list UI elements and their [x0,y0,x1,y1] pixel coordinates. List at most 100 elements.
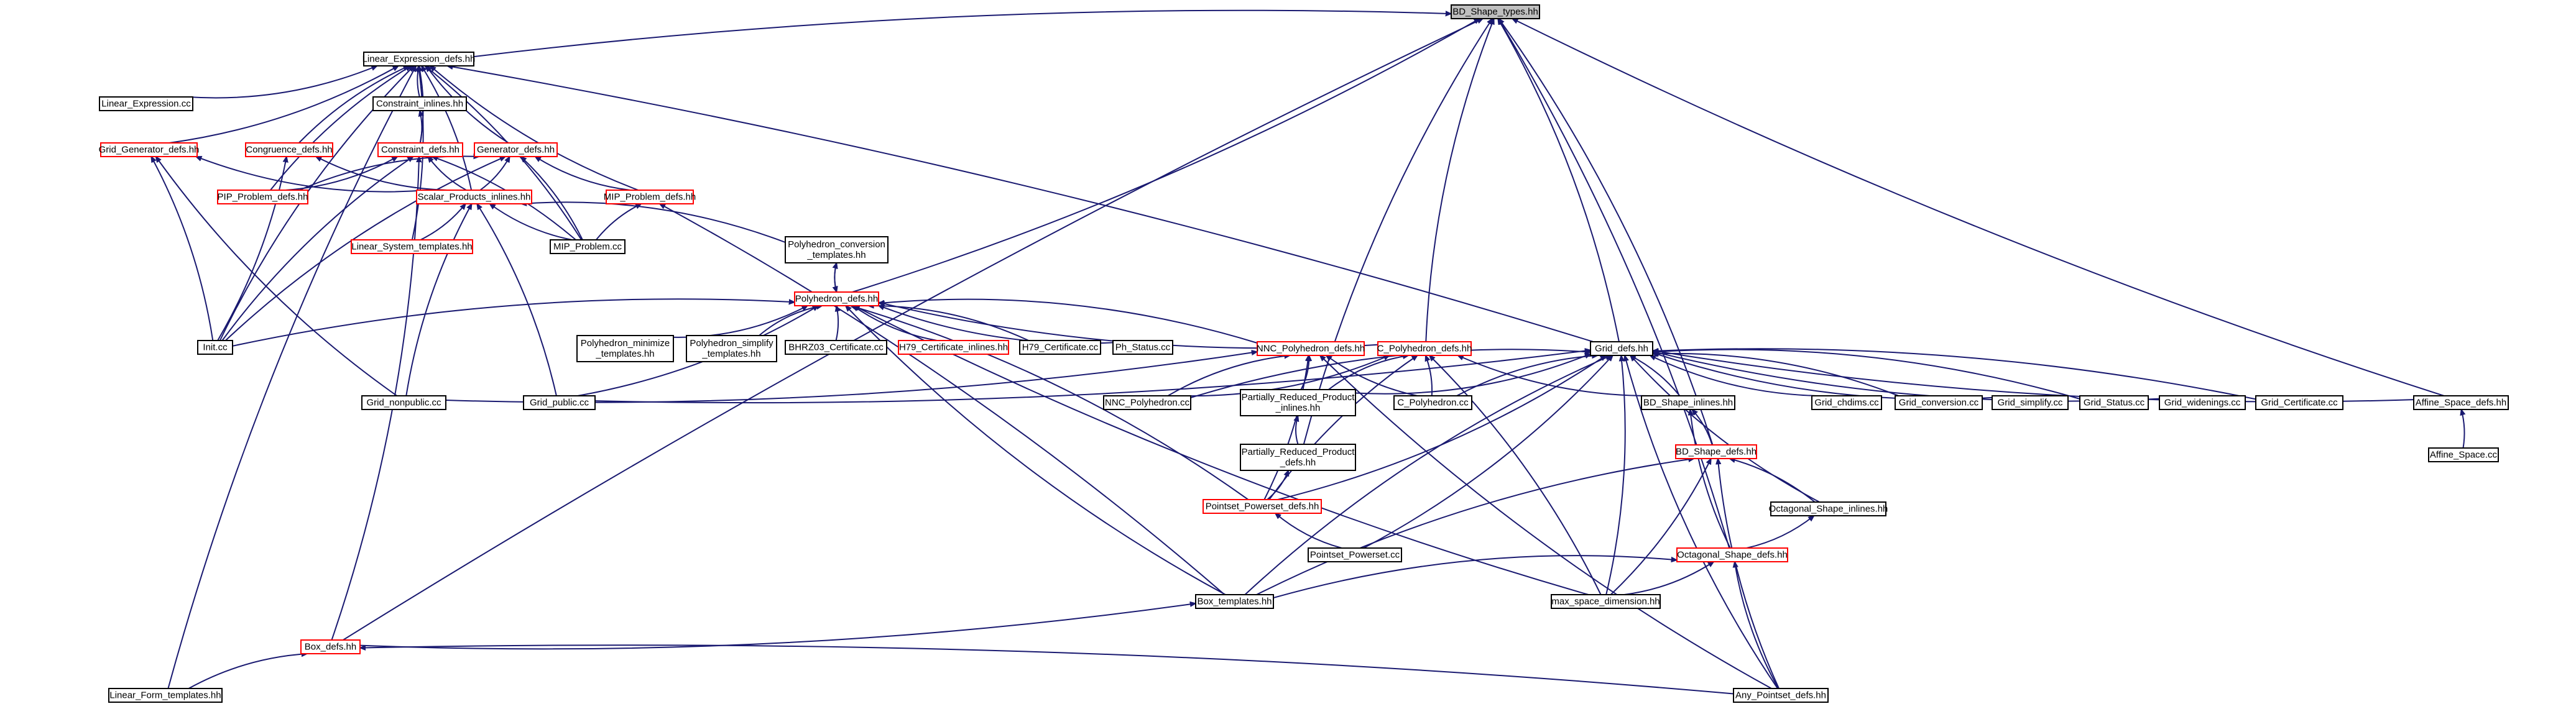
edge-polyhedron_minimize_templates-to-polyhedron_defs [673,305,808,338]
node-partially-reduced-product-defs[interactable]: Partially_Reduced_Product_defs.hh [1240,444,1356,471]
node-box [1019,340,1101,355]
node-grid-defs[interactable]: Grid_defs.hh [1590,341,1653,356]
node-congruence-defs[interactable]: Congruence_defs.hh [245,142,333,157]
edge-grid_conversion_cc-to-grid_defs [1653,354,1899,396]
node-box [1992,395,2069,410]
edge-polyhedron_defs-to-bd_shape_types [852,19,1480,293]
node-box [1308,547,1402,562]
node-any-pointset-defs[interactable]: Any_Pointset_defs.hh [1733,688,1829,703]
node-polyhedron-simplify-templates[interactable]: Polyhedron_simplify_templates.hh [686,335,777,362]
node-box [99,96,193,111]
node-init-cc[interactable]: Init.cc [197,340,233,355]
edge-grid_generator_defs-to-linear_expression_defs [169,66,399,144]
node-pointset-powerset-defs[interactable]: Pointset_Powerset_defs.hh [1203,499,1322,514]
node-polyhedron-minimize-templates[interactable]: Polyhedron_minimize_templates.hh [576,335,674,362]
node-box [1103,395,1191,410]
node-affine-space-cc[interactable]: Affine_Space.cc [2428,447,2499,462]
node-box [1195,594,1274,609]
node-max-space-dimension[interactable]: max_space_dimension.hh [1551,594,1661,609]
edge-pointset_powerset_defs-to-partially_reduced_product_defs [1267,470,1288,500]
edge-grid_status_cc-to-grid_defs [1653,349,2080,400]
edge-mip_problem_cc-to-mip_problem_defs [596,203,642,240]
node-label: _defs.hh [1280,457,1316,468]
node-pip-problem-defs[interactable]: PIP_Problem_defs.hh [217,190,308,204]
node-box [785,340,887,355]
node-grid-public-cc[interactable]: Grid_public.cc [523,395,596,410]
node-box [1240,389,1356,416]
node-octagonal-shape-defs[interactable]: Octagonal_Shape_defs.hh [1676,547,1788,562]
edge-pointset_powerset_defs-to-grid_defs [1277,355,1606,500]
node-box-defs[interactable]: Box_defs.hh [300,639,361,654]
node-label: Scalar_Products_inlines.hh [418,192,531,203]
edge-init_cc-to-constraint_defs [221,157,413,341]
edge-scalar_products_inlines-to-linear_expression_defs [422,66,473,191]
edge-pointset_powerset_defs-to-nnc_polyhedron_defs [1263,355,1308,500]
node-c-polyhedron-cc[interactable]: C_Polyhedron.cc [1393,395,1472,410]
node-grid-chdims-cc[interactable]: Grid_chdims.cc [1811,395,1882,410]
node-grid-status-cc[interactable]: Grid_Status.cc [2079,395,2149,410]
edge-grid_chdims_cc-to-grid_defs [1650,355,1819,396]
node-box [2159,395,2246,410]
node-label: Affine_Space.cc [2430,450,2498,460]
node-mip-problem-defs[interactable]: MIP_Problem_defs.hh [604,190,696,204]
node-partially-reduced-product-inlines[interactable]: Partially_Reduced_Product_inlines.hh [1240,389,1356,416]
edge-affine_space_defs-to-bd_shape_types [1512,18,2445,396]
node-linear-form-templates[interactable]: Linear_Form_templates.hh [108,688,223,703]
node-nnc-polyhedron-defs[interactable]: NNC_Polyhedron_defs.hh [1257,341,1365,356]
node-grid-simplify-cc[interactable]: Grid_simplify.cc [1992,395,2069,410]
edge-c_polyhedron_defs-to-bd_shape_types [1425,19,1493,342]
node-bd-shape-types[interactable]: BD_Shape_types.hh [1451,4,1540,19]
node-generator-defs[interactable]: Generator_defs.hh [474,142,558,157]
edge-box_defs-to-bd_shape_types [343,18,1483,641]
node-h79-certificate-inlines[interactable]: H79_Certificate_inlines.hh [898,340,1009,355]
edge-polyhedron_simplify_templates-to-polyhedron_defs [759,306,822,336]
node-box [1641,395,1735,410]
node-label: Partially_Reduced_Product [1242,447,1355,457]
node-constraint-inlines[interactable]: Constraint_inlines.hh [372,96,467,111]
node-grid-widenings-cc[interactable]: Grid_widenings.cc [2159,395,2246,410]
edge-any_pointset_defs-to-box_defs [360,644,1734,695]
node-scalar-products-inlines[interactable]: Scalar_Products_inlines.hh [416,190,532,204]
node-bhrz03-certificate-cc[interactable]: BHRZ03_Certificate.cc [785,340,887,355]
node-label: Polyhedron_conversion [788,239,885,250]
edge-box_templates-to-mip_problem_defs [660,204,1226,595]
node-grid-conversion-cc[interactable]: Grid_conversion.cc [1895,395,1983,410]
edge-octagonal_shape_defs-to-bd_shape_types [1498,19,1730,549]
edge-mip_problem_defs-to-linear_expression_defs [430,66,639,191]
edge-pointset_powerset_defs-to-polyhedron_defs [851,306,1249,500]
node-polyhedron-conversion-templates[interactable]: Polyhedron_conversion_templates.hh [785,236,889,263]
node-ph-status-cc[interactable]: Ph_Status.cc [1112,340,1173,355]
node-grid-nonpublic-cc[interactable]: Grid_nonpublic.cc [361,395,446,410]
node-bd-shape-inlines[interactable]: BD_Shape_inlines.hh [1641,395,1735,410]
edge-linear_expression_defs-to-bd_shape_types [473,9,1451,58]
node-label: Any_Pointset_defs.hh [1735,690,1826,701]
node-box [363,52,474,66]
edge-init_cc-to-polyhedron_defs [232,298,795,347]
node-nnc-polyhedron-cc[interactable]: NNC_Polyhedron.cc [1103,395,1191,410]
node-mip-problem-cc[interactable]: MIP_Problem.cc [550,239,626,254]
node-c-polyhedron-defs[interactable]: C_Polyhedron_defs.hh [1377,341,1472,356]
node-grid-generator-defs[interactable]: Grid_Generator_defs.hh [99,142,200,157]
node-affine-space-defs[interactable]: Affine_Space_defs.hh [2413,395,2509,410]
node-box-templates[interactable]: Box_templates.hh [1195,594,1274,609]
node-octagonal-shape-inlines[interactable]: Octagonal_Shape_inlines.hh [1769,501,1888,516]
edge-init_cc-to-grid_generator_defs [151,157,214,341]
node-bd-shape-defs[interactable]: BD_Shape_defs.hh [1675,444,1757,459]
node-h79-certificate-cc[interactable]: H79_Certificate.cc [1019,340,1101,355]
edge-partially_reduced_product_defs-to-bd_shape_types [1303,19,1492,445]
node-linear-expression-defs[interactable]: Linear_Expression_defs.hh [362,52,476,66]
node-polyhedron-defs[interactable]: Polyhedron_defs.hh [794,291,879,306]
edge-congruence_defs-to-linear_expression_defs [298,65,409,144]
node-box [1590,341,1653,356]
node-box [217,190,308,204]
node-linear-system-templates[interactable]: Linear_System_templates.hh [351,239,473,254]
node-constraint-defs[interactable]: Constraint_defs.hh [377,142,463,157]
edge-grid_nonpublic_cc-to-scalar_products_inlines [405,204,471,396]
node-label: BHRZ03_Certificate.cc [788,342,884,353]
node-grid-certificate-cc[interactable]: Grid_Certificate.cc [2255,395,2343,410]
edge-linear_form_templates-to-box_defs [188,654,307,689]
node-linear-expression-cc[interactable]: Linear_Expression.cc [99,96,193,111]
node-pointset-powerset-cc[interactable]: Pointset_Powerset.cc [1308,547,1402,562]
edge-polyhedron_conversion_templates-to-scalar_products_inlines [521,202,786,243]
